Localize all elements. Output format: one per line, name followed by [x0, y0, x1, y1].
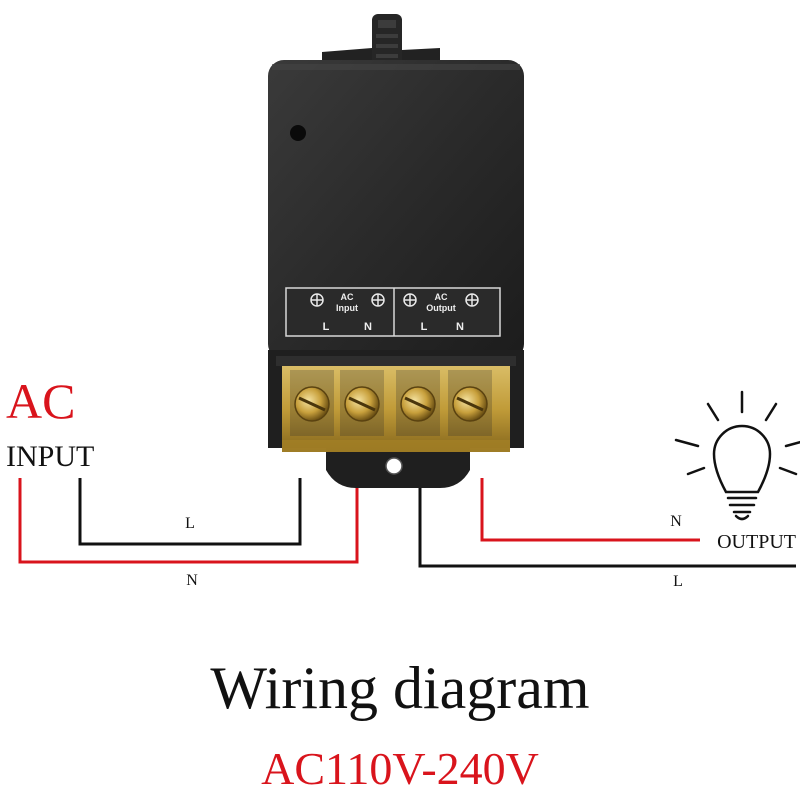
- diagram-title: Wiring diagram: [210, 655, 589, 721]
- panel-terminal-2-label: N: [364, 321, 372, 333]
- panel-ac-input-bottom: Input: [336, 303, 358, 313]
- panel-ac-output-bottom: Output: [426, 303, 456, 313]
- screw-icon: [290, 370, 492, 436]
- output-n-wire: [480, 478, 700, 542]
- panel-terminal-1-label: L: [323, 321, 330, 333]
- led-indicator: [290, 125, 306, 141]
- voltage-subtitle: AC110V-240V: [261, 743, 539, 794]
- panel-terminal-4-label: N: [456, 321, 464, 333]
- input-l-wire: [78, 478, 302, 546]
- output-label: OUTPUT: [717, 531, 796, 553]
- mounting-hole: [385, 457, 403, 475]
- terminal-label-panel: AC Input AC Output L N L N: [285, 287, 501, 337]
- input-label: INPUT: [6, 440, 94, 473]
- panel-terminal-3-label: L: [421, 321, 428, 333]
- output-l-wire: [418, 488, 796, 568]
- ac-label: AC: [6, 373, 75, 429]
- output-l-label: L: [673, 573, 683, 590]
- panel-ac-output-top: AC: [435, 292, 448, 302]
- wires: [18, 478, 796, 568]
- panel-ac-input-top: AC: [341, 292, 354, 302]
- relay-housing: [268, 60, 524, 360]
- input-n-label: N: [186, 572, 198, 589]
- input-l-label: L: [185, 515, 195, 532]
- terminal-block: [268, 350, 524, 488]
- output-n-label: N: [670, 513, 682, 530]
- light-bulb-icon: [674, 390, 800, 521]
- input-n-wire: [18, 478, 359, 564]
